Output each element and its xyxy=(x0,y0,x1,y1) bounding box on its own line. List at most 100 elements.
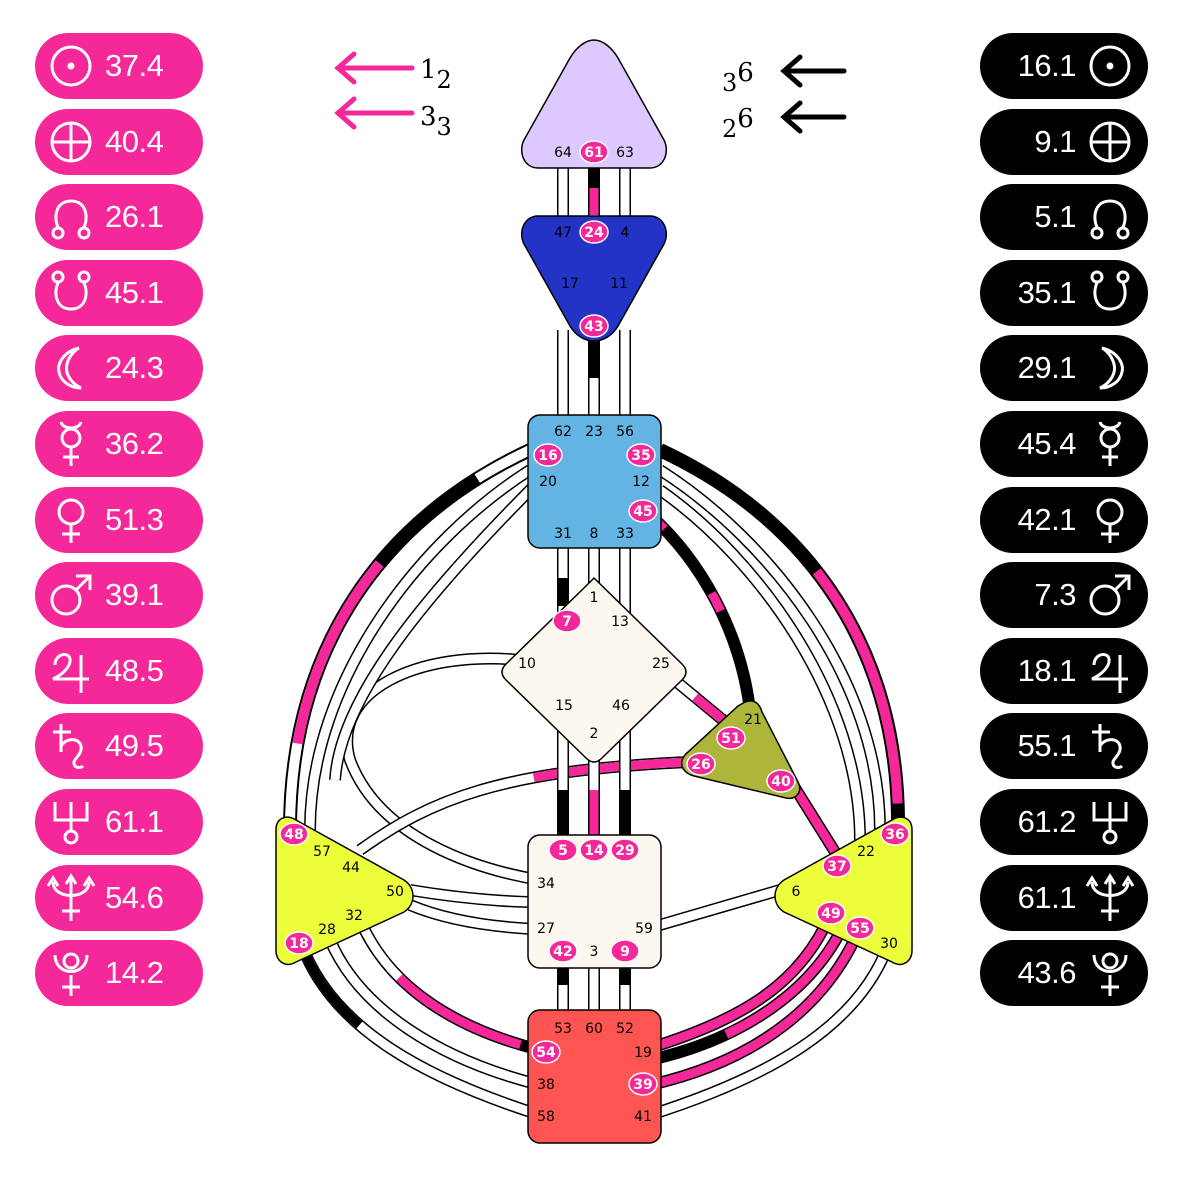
gate-7: 7 xyxy=(552,609,582,633)
design-pluto-row: 14.2 xyxy=(35,940,203,1007)
svg-text:51: 51 xyxy=(721,731,740,747)
personality-planet-value: 9.1 xyxy=(1034,123,1076,159)
personality-planet-value: 42.1 xyxy=(1017,501,1077,537)
gate-49: 49 xyxy=(816,901,846,925)
svg-text:63: 63 xyxy=(616,145,634,161)
gate-45: 45 xyxy=(628,499,658,523)
gate-48: 48 xyxy=(279,822,309,846)
svg-text:46: 46 xyxy=(612,698,630,714)
venus-icon xyxy=(1084,494,1136,546)
personality-planet-value: 43.6 xyxy=(1017,955,1077,991)
svg-text:30: 30 xyxy=(880,936,898,952)
design-moon-row: 24.3 xyxy=(35,335,203,402)
gate-52: 52 xyxy=(616,1021,634,1037)
gate-2: 2 xyxy=(590,726,599,742)
svg-text:36: 36 xyxy=(885,827,904,843)
design-saturn-row: 49.5 xyxy=(35,713,203,780)
svg-text:37: 37 xyxy=(827,859,846,875)
personality-variable-arrows xyxy=(780,54,847,134)
personality-planet-value: 61.2 xyxy=(1017,804,1077,839)
personality-jupiter-row: 18.1 xyxy=(980,637,1148,704)
design-variable-1: 12 xyxy=(420,55,452,94)
gate-46: 46 xyxy=(612,698,630,714)
sun-icon xyxy=(45,40,97,92)
gate-37: 37 xyxy=(822,854,852,878)
personality-planet-value: 45.4 xyxy=(1017,426,1077,461)
head-center xyxy=(520,39,668,169)
personality-planet-value: 35.1 xyxy=(1017,274,1077,310)
ajna-center xyxy=(520,215,668,342)
sacral-center xyxy=(527,834,662,969)
svg-text:12: 12 xyxy=(632,474,650,490)
design-neptune-row: 54.6 xyxy=(35,864,203,931)
gate-47: 47 xyxy=(554,225,572,241)
design-planet-value: 26.1 xyxy=(105,199,164,235)
design-venus-row: 51.3 xyxy=(35,486,203,553)
jupiter-icon xyxy=(1084,645,1136,697)
gate-55: 55 xyxy=(845,916,875,940)
personality-planet-value: 55.1 xyxy=(1017,728,1077,764)
gate-53: 53 xyxy=(554,1021,572,1037)
svg-text:35: 35 xyxy=(631,448,650,464)
svg-text:40: 40 xyxy=(771,774,791,790)
gate-24: 24 xyxy=(579,220,609,244)
svg-text:3: 3 xyxy=(590,944,599,960)
design-south-node-row: 45.1 xyxy=(35,259,203,326)
svg-text:14: 14 xyxy=(584,843,604,859)
gate-38: 38 xyxy=(537,1077,555,1093)
saturn-icon xyxy=(1084,720,1136,772)
gate-15: 15 xyxy=(555,698,573,714)
svg-text:15: 15 xyxy=(555,698,573,714)
svg-text:45: 45 xyxy=(633,504,652,520)
gate-36: 36 xyxy=(880,822,910,846)
gate-63: 63 xyxy=(616,145,634,161)
svg-text:38: 38 xyxy=(537,1077,555,1093)
sun-icon xyxy=(1084,40,1136,92)
gate-57: 57 xyxy=(313,844,331,860)
gate-42: 42 xyxy=(548,939,578,963)
pluto-icon xyxy=(1084,947,1136,999)
personality-planet-value: 5.1 xyxy=(1034,199,1076,235)
gate-34: 34 xyxy=(537,876,555,892)
gate-50: 50 xyxy=(386,884,404,900)
svg-text:27: 27 xyxy=(537,921,555,937)
jupiter-icon xyxy=(45,645,97,697)
gate-6: 6 xyxy=(792,884,801,900)
gate-4: 4 xyxy=(621,225,630,241)
personality-planet-value: 18.1 xyxy=(1017,652,1077,688)
design-planet-value: 54.6 xyxy=(105,879,164,915)
g-center xyxy=(501,576,687,763)
svg-text:11: 11 xyxy=(610,276,628,292)
pluto-icon xyxy=(45,947,97,999)
svg-text:9: 9 xyxy=(620,944,630,960)
gate-22: 22 xyxy=(857,844,875,860)
svg-text:28: 28 xyxy=(318,922,336,938)
personality-earth-row: 9.1 xyxy=(980,108,1148,175)
svg-text:13: 13 xyxy=(611,614,629,630)
svg-text:47: 47 xyxy=(554,225,572,241)
design-uranus-row: 61.1 xyxy=(35,789,203,855)
svg-text:54: 54 xyxy=(536,1045,556,1061)
design-planet-value: 14.2 xyxy=(105,955,164,991)
svg-text:20: 20 xyxy=(539,474,557,490)
svg-text:25: 25 xyxy=(652,656,670,672)
svg-text:44: 44 xyxy=(342,860,360,876)
svg-text:58: 58 xyxy=(537,1109,555,1125)
design-planet-value: 49.5 xyxy=(105,728,164,764)
svg-text:34: 34 xyxy=(537,876,555,892)
north-node-icon xyxy=(45,191,97,243)
gate-19: 19 xyxy=(634,1045,652,1061)
svg-text:26: 26 xyxy=(691,757,710,773)
throat-center xyxy=(527,414,662,549)
gate-16: 16 xyxy=(533,443,563,467)
gate-9: 9 xyxy=(610,939,640,963)
design-jupiter-row: 48.5 xyxy=(35,637,203,704)
gate-59: 59 xyxy=(635,921,653,937)
gate-43: 43 xyxy=(579,314,609,338)
solar-plexus-center xyxy=(774,816,913,966)
personality-planet-value: 16.1 xyxy=(1017,48,1077,83)
svg-text:18: 18 xyxy=(289,936,308,952)
saturn-icon xyxy=(45,720,97,772)
svg-text:24: 24 xyxy=(584,225,604,241)
gate-30: 30 xyxy=(880,936,898,952)
